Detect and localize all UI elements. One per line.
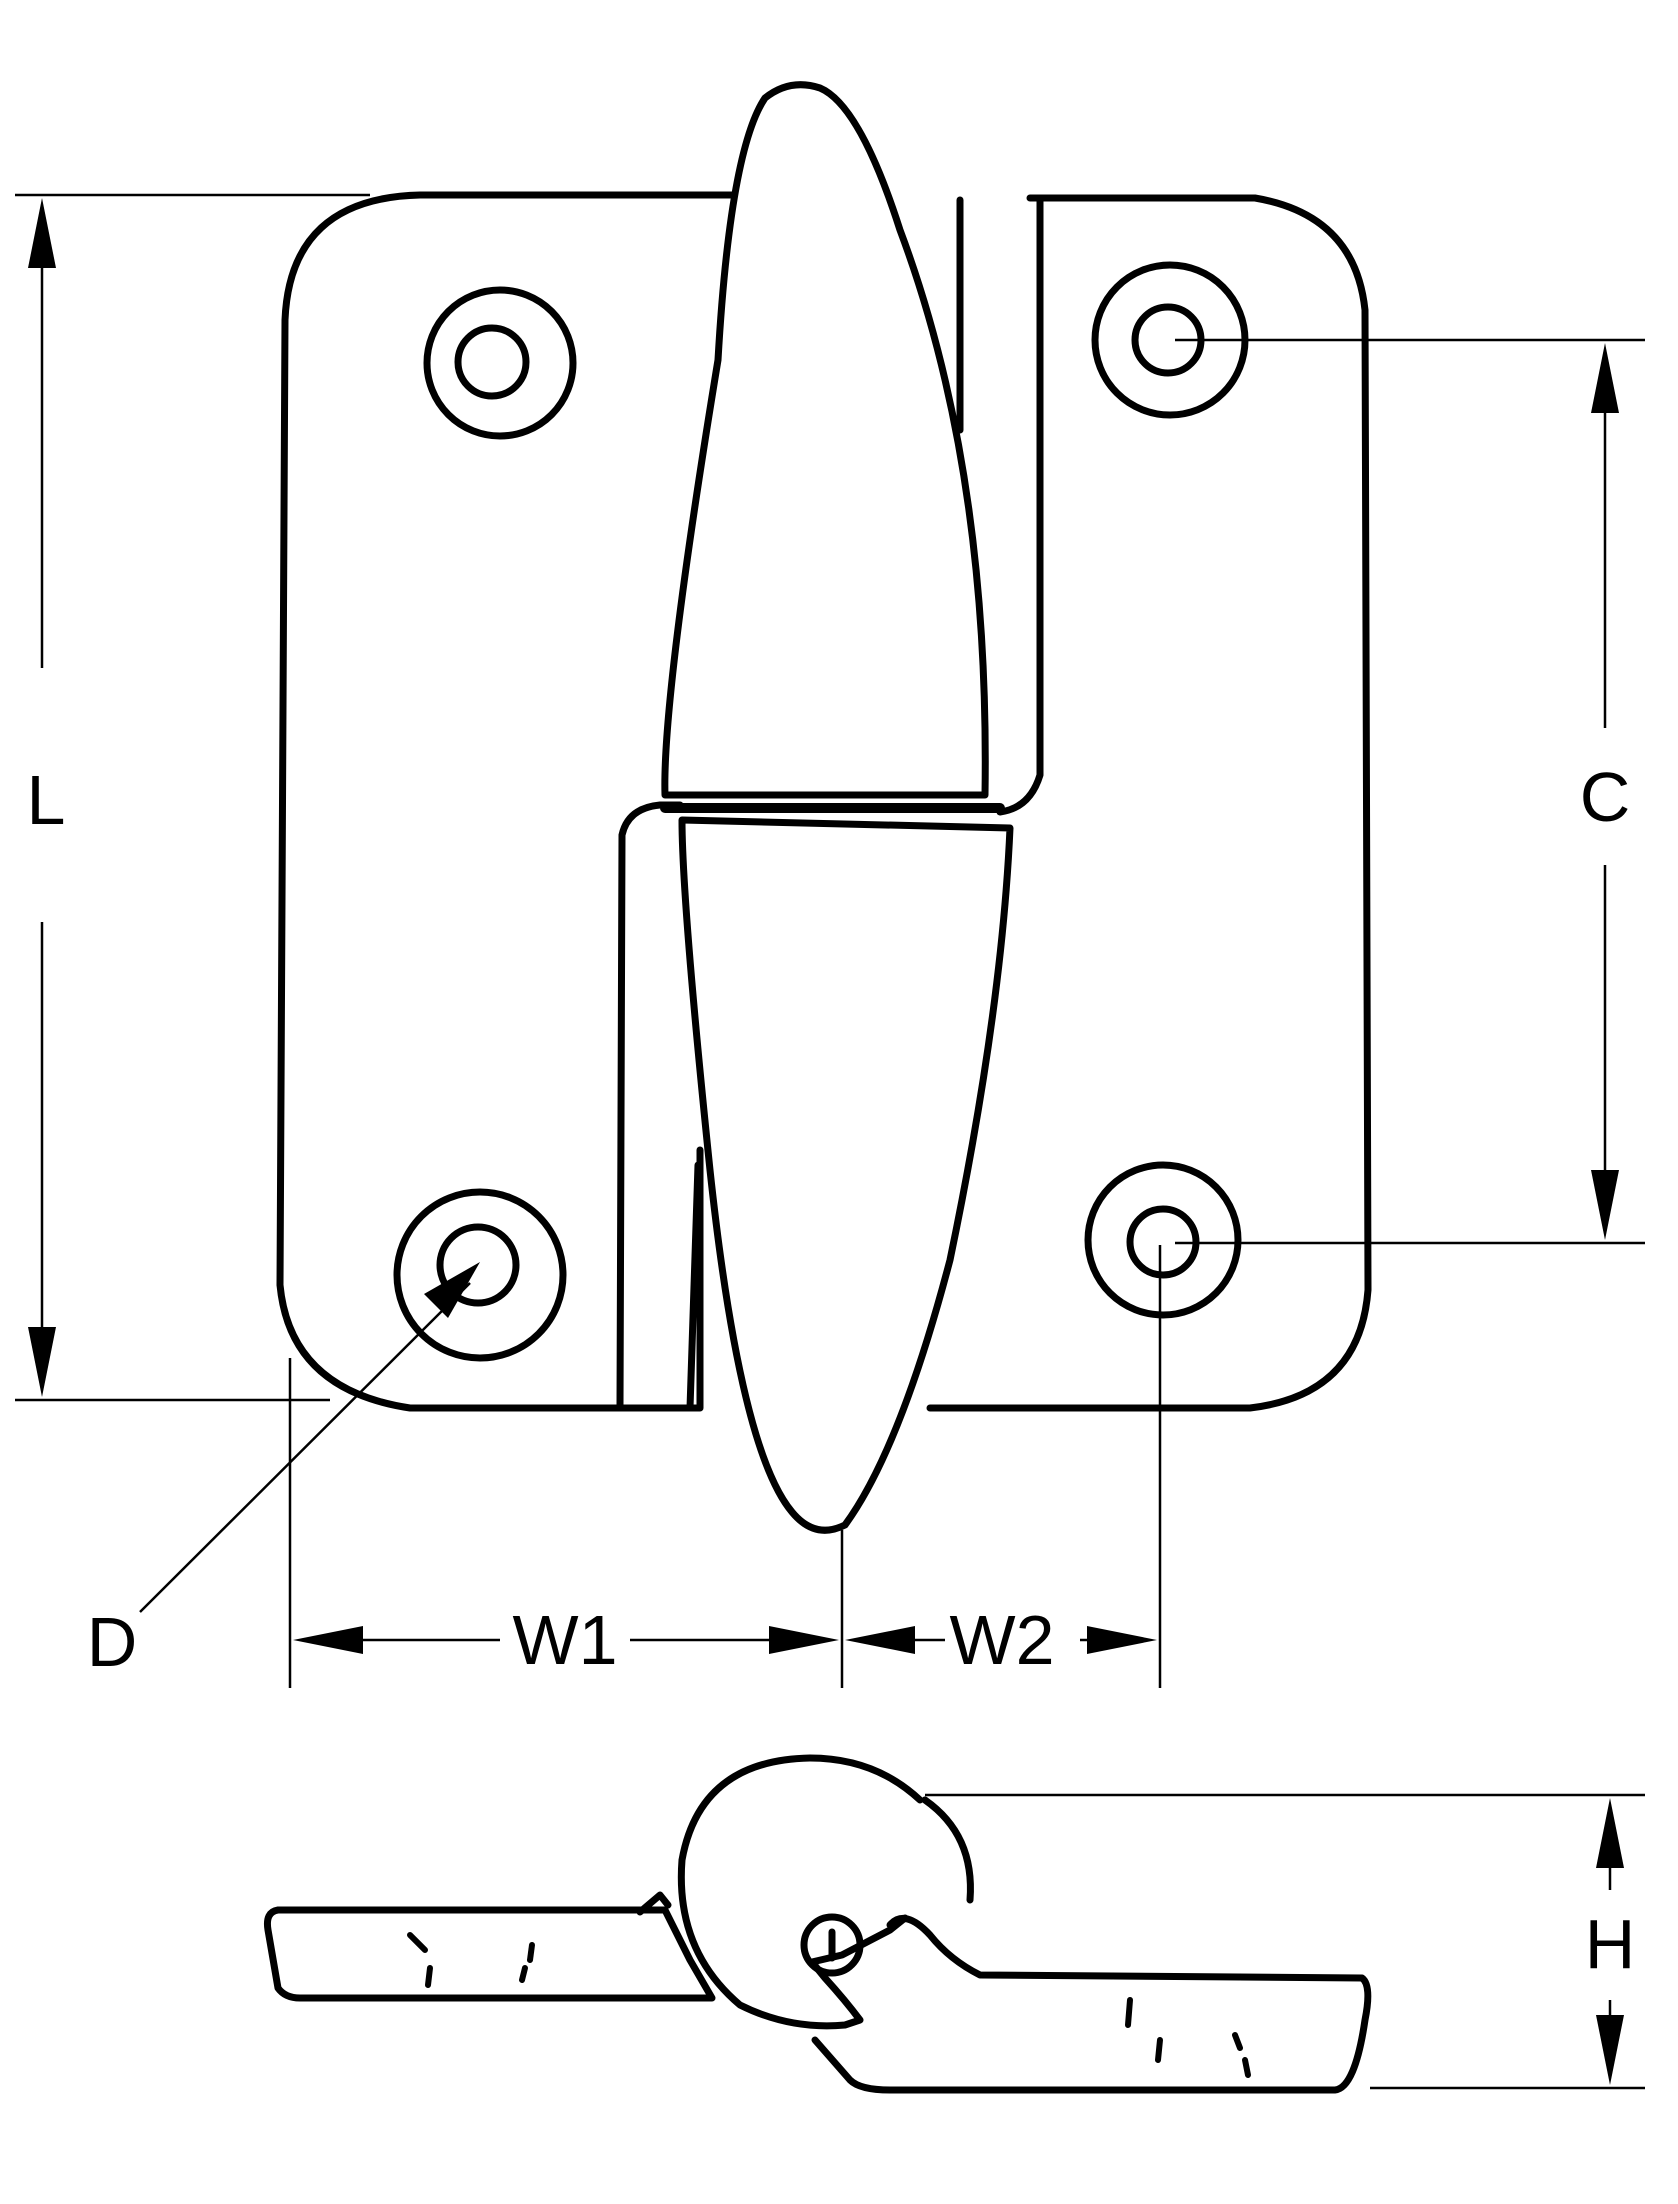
hole-bottom-right (1084, 1161, 1242, 1319)
side-pin (800, 1913, 864, 1977)
side-left-leaf (264, 1906, 716, 2002)
dimension-h: H (925, 1793, 1645, 2090)
dimension-l: L (15, 193, 370, 1402)
label-c: C (1580, 758, 1631, 836)
c-arrow-top (1591, 343, 1619, 413)
w1-arrow-left (293, 1626, 363, 1654)
upper-barrel (661, 81, 989, 799)
w2-arrow-right (1087, 1626, 1157, 1654)
w1-arrow-right (769, 1626, 839, 1654)
hole-top-left (423, 286, 577, 440)
label-w1: W1 (513, 1601, 618, 1679)
left-leaf (276, 191, 739, 1412)
side-barrel-outer (921, 1796, 974, 1904)
side-left-tab (636, 1891, 672, 1916)
l-arrow-bottom (28, 1327, 56, 1397)
label-l: L (27, 761, 66, 839)
c-arrow-bottom (1591, 1170, 1619, 1240)
dimension-w: W1 W2 (288, 1245, 1162, 1688)
label-d: D (87, 1603, 138, 1681)
left-knuckle-strip (616, 801, 684, 1409)
label-h: H (1585, 1905, 1636, 1983)
section-hatching (407, 1932, 1251, 2078)
label-w2: W2 (950, 1601, 1055, 1679)
lower-barrel (678, 816, 1014, 1534)
hinge-side-view (264, 1754, 1372, 2094)
right-leaf (926, 194, 1372, 1412)
side-barrel-curl (677, 1754, 924, 2030)
dimension-c: C (1175, 338, 1645, 1245)
left-knuckle-inner-edge (686, 1161, 702, 1412)
right-knuckle-strip (996, 196, 1044, 816)
d-arrow (424, 1262, 480, 1318)
side-right-leaf (811, 1914, 1372, 2094)
h-arrow-bottom (1596, 2015, 1624, 2085)
h-arrow-top (1596, 1798, 1624, 1868)
hinge-top-view (276, 81, 1372, 1534)
w2-arrow-left (845, 1626, 915, 1654)
dimension-d: D (87, 1262, 480, 1681)
l-arrow-top (28, 198, 56, 268)
hole-bottom-left (393, 1188, 567, 1362)
